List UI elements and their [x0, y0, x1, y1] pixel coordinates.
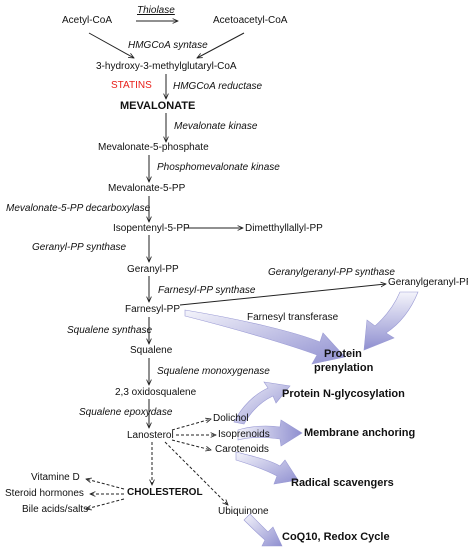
node-isoprenoids: Isoprenoids	[218, 429, 270, 440]
enzyme-hmgcoa-reductase: HMGCoA reductase	[173, 81, 263, 92]
arrow-acetylcoa-hmg	[88, 32, 134, 58]
arrow-fpp-ggpp	[179, 284, 386, 306]
statins-label: STATINS	[111, 80, 152, 91]
enzyme-farnesyl-transferase: Farnesyl transferase	[247, 312, 339, 323]
node-oxidosqualene: 2,3 oxidosqualene	[115, 387, 197, 398]
big-arrow-n-glycosylation	[233, 381, 291, 425]
enzyme-geranyl-pp-synthase: Geranyl-PP synthase	[32, 242, 127, 253]
big-arrow-radical-scavengers	[235, 451, 299, 485]
enzyme-thiolase: Thiolase	[137, 5, 175, 16]
node-acetyl-coa: Acetyl-CoA	[62, 15, 113, 26]
node-geranylgeranyl-pp: Geranylgeranyl-PP	[388, 277, 468, 288]
outcome-protein-prenylation-line2: prenylation	[314, 362, 374, 374]
enzyme-mevalonate-5-pp-decarboxylase: Mevalonate-5-PP decarboxylase	[6, 203, 151, 214]
enzyme-squalene-synthase: Squalene synthase	[67, 325, 153, 336]
outcome-protein-prenylation-line1: Protein	[324, 348, 362, 360]
node-isopentenyl-5-pp: Isopentenyl-5-PP	[113, 223, 190, 234]
big-arrow-coq10	[243, 513, 283, 547]
arrow-cholesterol-vitd	[86, 479, 125, 490]
node-vitamine-d: Vitamine D	[31, 472, 80, 483]
enzyme-geranylgeranyl-pp-synthase: Geranylgeranyl-PP synthase	[268, 267, 395, 278]
enzyme-squalene-monoxygenase: Squalene monoxygenase	[157, 366, 270, 377]
node-farnesyl-pp: Farnesyl-PP	[125, 304, 181, 315]
node-bile-acids: Bile acids/salts	[22, 504, 89, 515]
node-dolichol: Dolichol	[213, 413, 249, 424]
node-dimethylallyl-pp: Dimetthyllallyl-PP	[245, 223, 323, 234]
node-hmg-coa: 3-hydroxy-3-methylglutaryl-CoA	[96, 61, 237, 72]
node-mevalonate: MEVALONATE	[120, 100, 196, 112]
node-geranyl-pp: Geranyl-PP	[127, 264, 179, 275]
arrow-lanosterol-carotenoids	[171, 439, 211, 450]
enzyme-farnesyl-pp-synthase: Farnesyl-PP synthase	[158, 285, 256, 296]
big-arrow-membrane-anchoring	[237, 419, 303, 447]
big-arrow-prenylation-farnesyl	[184, 309, 346, 365]
outcome-membrane-anchoring: Membrane anchoring	[304, 427, 416, 439]
node-squalene: Squalene	[130, 345, 173, 356]
enzyme-squalene-epoxydase: Squalene epoxydase	[79, 407, 173, 418]
enzyme-hmgcoa-synthase: HMGCoA syntase	[128, 40, 208, 51]
outcome-radical-scavengers: Radical scavengers	[291, 477, 394, 489]
big-arrow-prenylation-ggpp	[363, 291, 419, 351]
node-mevalonate-5-phosphate: Mevalonate-5-phosphate	[98, 142, 209, 153]
node-acetoacetyl-coa: Acetoacetyl-CoA	[213, 15, 288, 26]
node-carotenoids: Carotenoids	[215, 444, 269, 455]
arrow-cholesterol-bile	[86, 498, 125, 509]
outcome-protein-n-glycosylation: Protein N-glycosylation	[282, 388, 405, 400]
enzyme-phosphomevalonate-kinase: Phosphomevalonate kinase	[157, 162, 280, 173]
enzyme-mevalonate-kinase: Mevalonate kinase	[174, 121, 258, 132]
arrow-lanosterol-dolichol	[171, 419, 211, 431]
node-mevalonate-5-pp: Mevalonate-5-PP	[108, 183, 186, 194]
arrow-acetoacetyl-hmg	[197, 32, 245, 58]
node-steroid-hormones: Steroid hormones	[5, 488, 84, 499]
outcome-coq10-redox-cycle: CoQ10, Redox Cycle	[282, 531, 390, 543]
node-ubiquinone: Ubiquinone	[218, 506, 269, 517]
node-cholesterol: CHOLESTEROL	[127, 487, 203, 498]
node-lanosterol: Lanosterol	[127, 430, 174, 441]
